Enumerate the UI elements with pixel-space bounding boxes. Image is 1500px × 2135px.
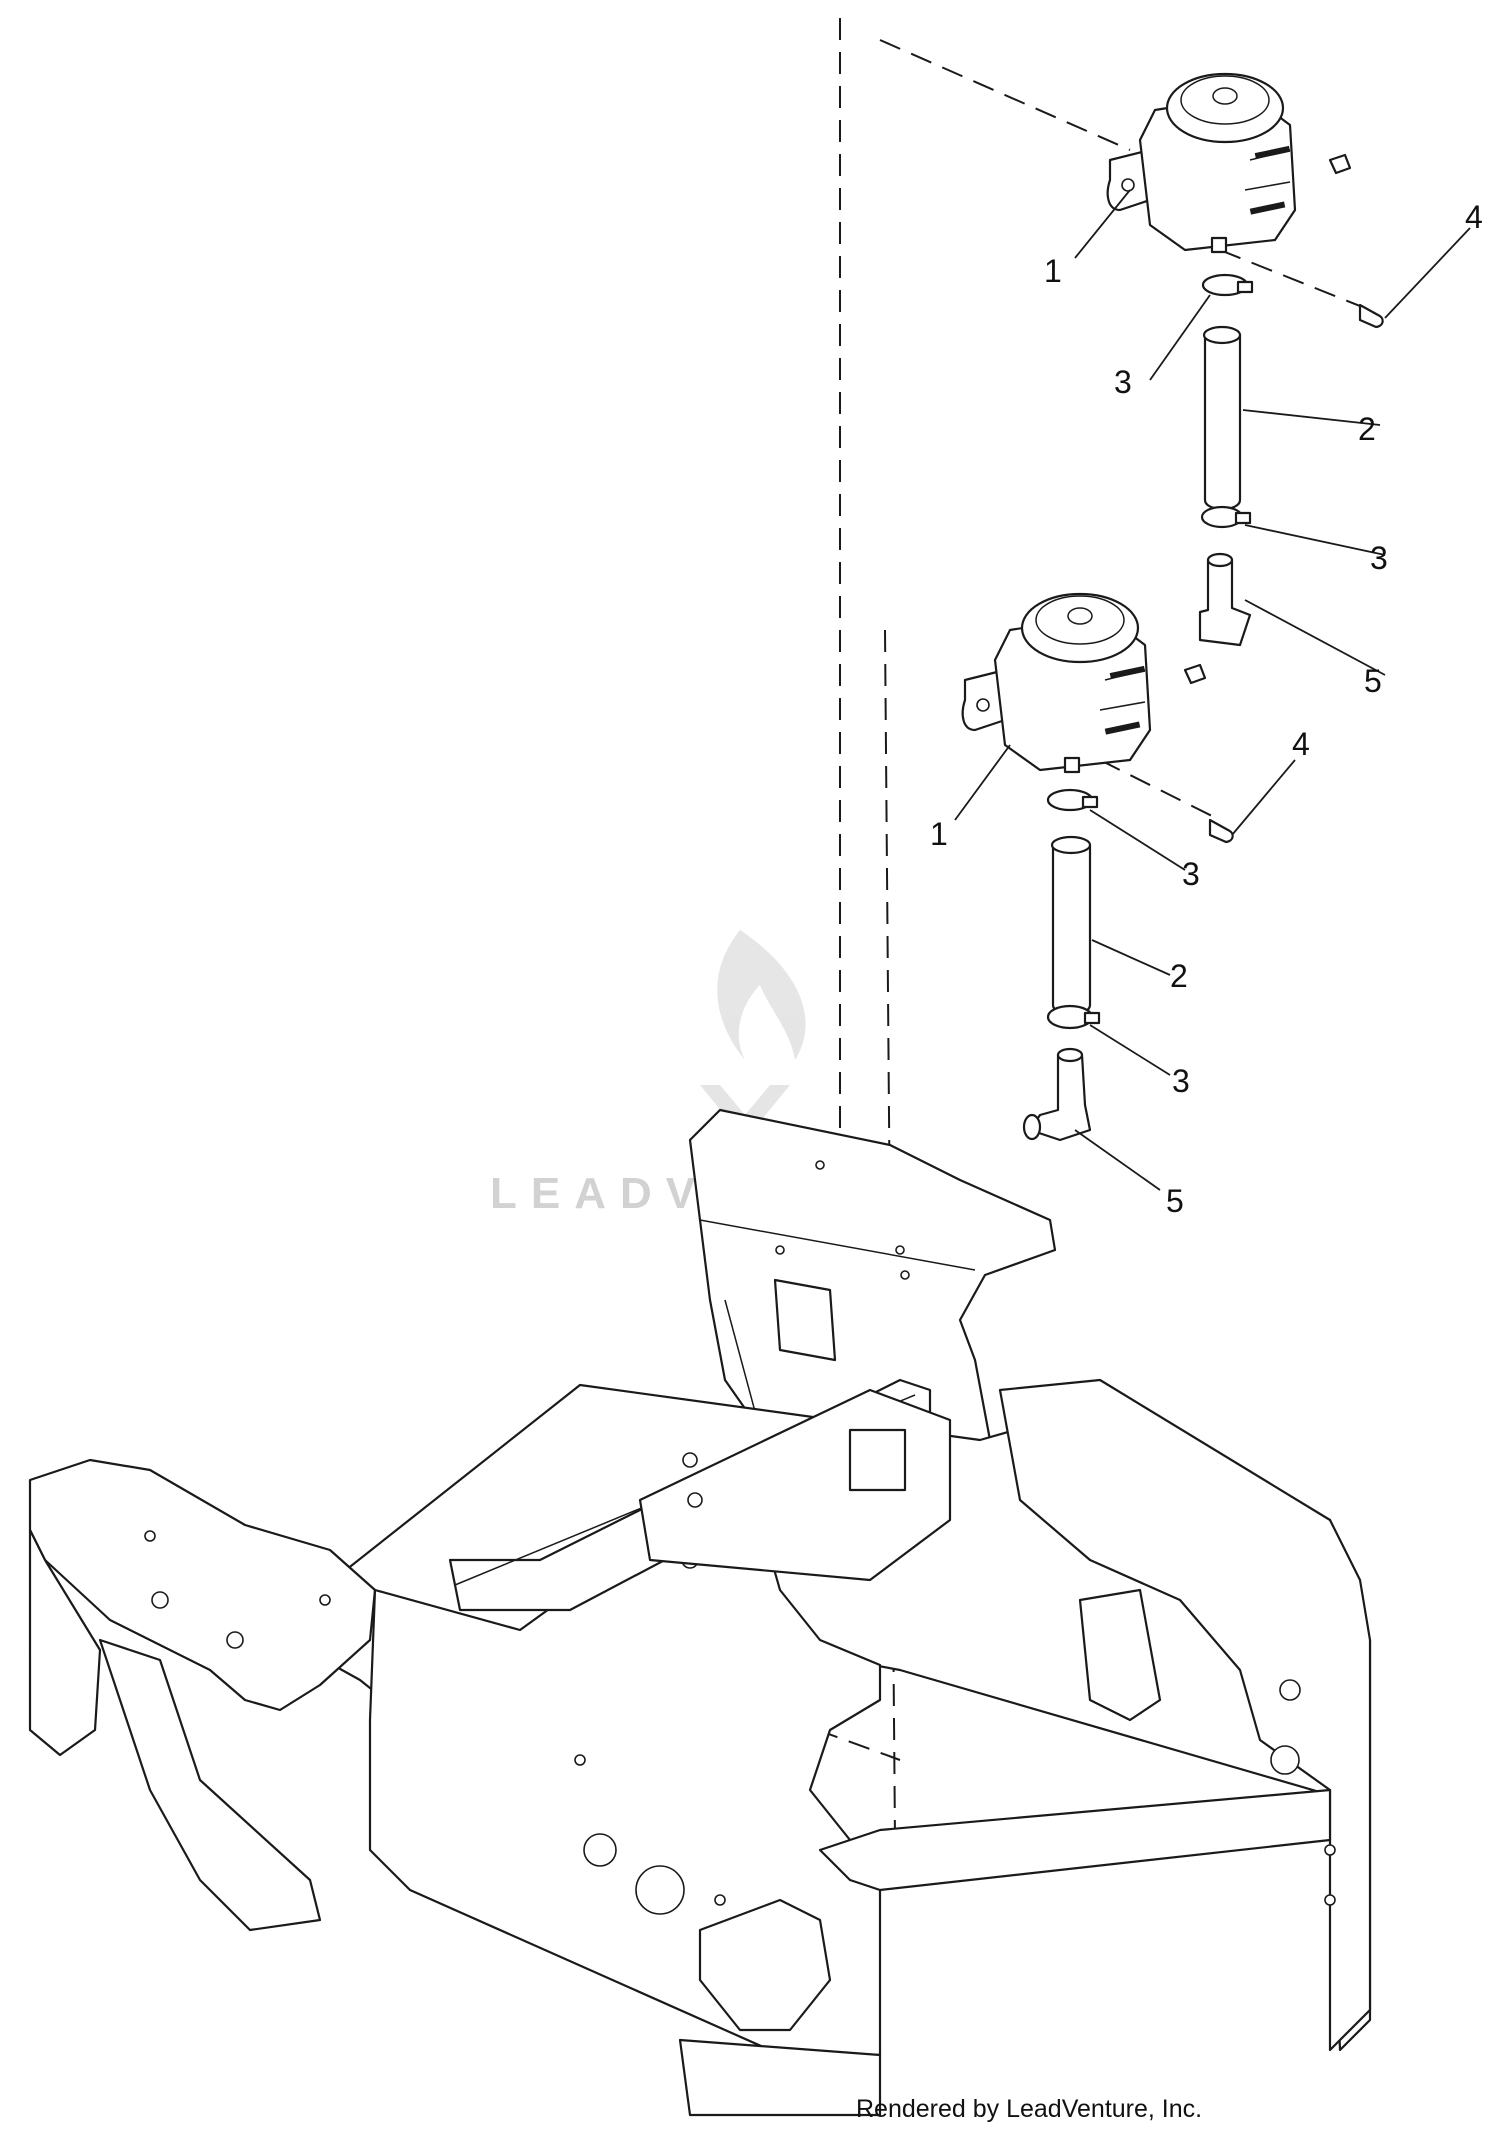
left-wing-plate <box>28 1458 377 1712</box>
render-credit: Rendered by LeadVenture, Inc. <box>856 2095 1203 2123</box>
callout-label: 3 <box>1172 1063 1190 1099</box>
flame-logo-icon <box>700 930 806 1140</box>
bolt-top <box>1358 303 1384 329</box>
callout-label: 1 <box>1044 253 1062 289</box>
screw-bottom <box>1183 663 1207 685</box>
callout-label: 3 <box>1370 540 1388 576</box>
reservoir-assembly-top <box>1106 72 1384 647</box>
reservoir-cap-bottom <box>1020 592 1140 664</box>
right-side-rail <box>998 1378 1372 2052</box>
callout-label: 5 <box>1364 663 1382 699</box>
screw-top <box>1328 153 1352 175</box>
callout-label: 2 <box>1170 958 1188 994</box>
callout-labels: 1 2 3 3 4 5 1 2 3 3 4 5 <box>930 199 1483 1219</box>
fitting-bottom <box>1028 1053 1092 1142</box>
hose-bottom <box>1051 843 1092 1016</box>
fitting-top <box>1198 558 1252 647</box>
rail-cutout <box>698 1898 832 2032</box>
alignment-line-top <box>879 39 1131 151</box>
callout-label: 3 <box>1114 364 1132 400</box>
left-wing-skirt <box>28 1528 102 1757</box>
callout-label: 5 <box>1166 1183 1184 1219</box>
callout-label: 1 <box>930 816 948 852</box>
alignment-line-mid <box>1099 759 1221 821</box>
reservoir-assembly-bottom <box>961 592 1234 1142</box>
hose-top <box>1203 333 1242 511</box>
mower-frame <box>28 1108 1372 2117</box>
alignment-line-top-b <box>1219 249 1371 311</box>
leader-lines <box>954 189 1471 1191</box>
callout-label: 3 <box>1182 856 1200 892</box>
bolt-bottom <box>1208 818 1234 844</box>
upright-window <box>773 1278 837 1362</box>
left-wing-brace <box>98 1638 322 1932</box>
front-crossmember <box>818 1788 1332 1892</box>
callout-label: 4 <box>1292 726 1310 762</box>
cross-plate-window <box>848 1428 907 1492</box>
bottom-skid <box>678 2038 882 2117</box>
callout-label: 2 <box>1358 411 1376 447</box>
reservoir-cap-top <box>1165 72 1285 144</box>
callout-label: 4 <box>1465 199 1483 235</box>
right-inner-bracket <box>1078 1588 1162 1722</box>
rear-upright-plate <box>688 1108 1057 1492</box>
